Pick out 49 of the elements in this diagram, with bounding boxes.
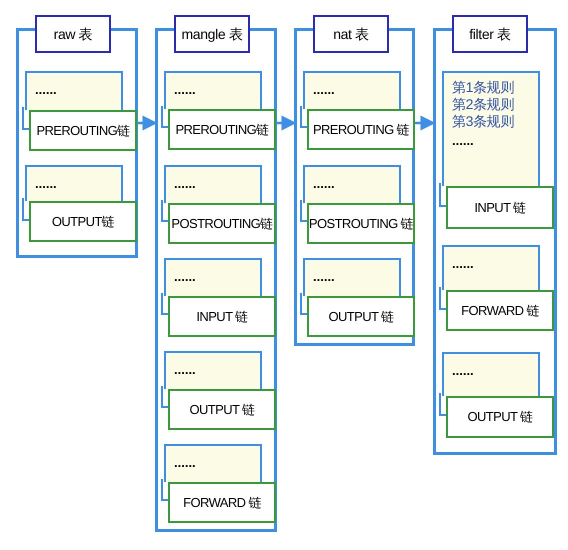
chain-box [307, 109, 415, 150]
chain-box [446, 290, 554, 331]
rule-text: 第3条规则 [452, 113, 514, 130]
chain-label: OUTPUT链 [52, 212, 114, 231]
ellipsis-text: ...... [174, 83, 196, 97]
ellipsis-text: ...... [313, 270, 335, 284]
chain-label: OUTPUT 链 [467, 408, 533, 426]
arrow [138, 116, 158, 130]
ellipsis-text: ...... [452, 257, 474, 271]
chain-box [168, 389, 276, 430]
chain-label: INPUT 链 [196, 308, 248, 326]
rule-text: 第2条规则 [452, 96, 514, 113]
ellipsis-text: ...... [174, 456, 196, 470]
chain-label: POSTROUTING 链 [308, 214, 414, 233]
ellipsis-text: ...... [174, 363, 196, 377]
chain-label: FORWARD 链 [183, 494, 261, 512]
chain-label: POSTROUTING链 [171, 214, 273, 233]
ellipsis-text: ...... [452, 364, 474, 378]
ellipsis-text: ...... [35, 177, 57, 191]
ellipsis-text: ...... [452, 134, 474, 148]
table-title: mangle 表 [174, 15, 250, 53]
chain-box [168, 203, 276, 244]
chain-label: PREROUTING 链 [312, 120, 410, 139]
table-title: filter 表 [452, 15, 528, 53]
chain-box [168, 482, 276, 523]
arrow [277, 116, 296, 130]
chain-label: FORWARD 链 [461, 302, 539, 320]
chain-label: OUTPUT 链 [189, 400, 255, 419]
chain-label: PREROUTING链 [36, 122, 130, 140]
chain-box [446, 186, 554, 229]
chain-box [307, 296, 415, 337]
chain-label: PREROUTING链 [175, 120, 269, 139]
table-title: nat 表 [313, 15, 389, 53]
chain-box [307, 203, 415, 244]
ellipsis-text: ...... [313, 177, 335, 191]
rule-text: 第1条规则 [452, 79, 514, 96]
arrow [415, 116, 436, 130]
chain-box [168, 296, 276, 337]
ellipsis-text: ...... [35, 83, 57, 97]
chain-label: INPUT 链 [474, 198, 526, 217]
chain-box [29, 201, 137, 242]
chain-box [446, 396, 554, 438]
chain-box [29, 110, 137, 151]
chain-box [168, 109, 276, 150]
ellipsis-text: ...... [174, 177, 196, 191]
table-title: raw 表 [35, 15, 111, 53]
chain-label: OUTPUT 链 [328, 308, 394, 326]
ellipsis-text: ...... [313, 83, 335, 97]
ellipsis-text: ...... [174, 270, 196, 284]
